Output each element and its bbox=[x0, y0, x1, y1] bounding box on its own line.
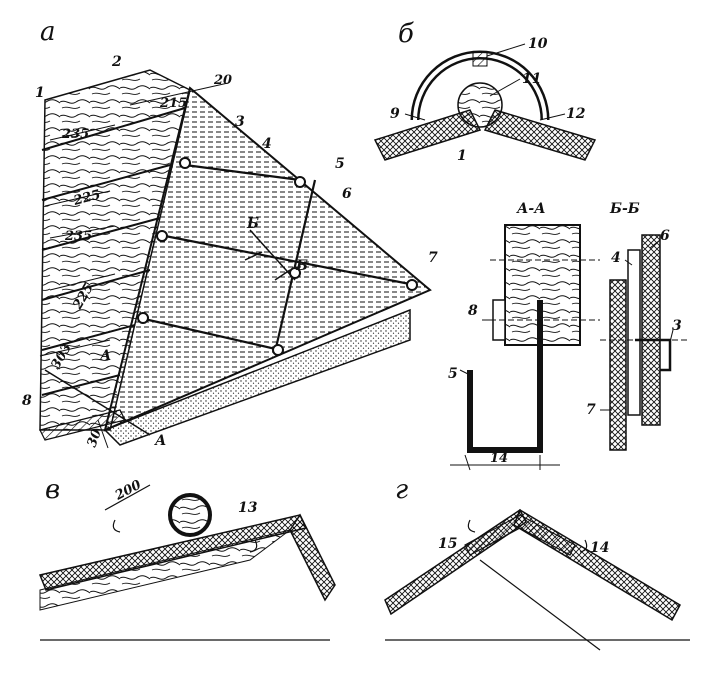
panel-label-v: в bbox=[45, 475, 60, 505]
section-title-a-a: А-А bbox=[516, 201, 546, 217]
panel-label-g: г bbox=[395, 475, 408, 505]
callout-6: 6 bbox=[342, 186, 352, 202]
panel-v-ridge: в 13 200 bbox=[38, 475, 336, 641]
dim-20: 20 bbox=[213, 73, 232, 88]
callout-5: 5 bbox=[335, 156, 345, 172]
callout-3: 3 bbox=[235, 114, 245, 130]
dim-225-upper: 225 bbox=[71, 187, 102, 209]
callout-1-b: 1 bbox=[457, 148, 467, 164]
dim-235-lower: 235 bbox=[64, 229, 92, 244]
beam-section bbox=[504, 224, 581, 346]
callout-3-b: 3 bbox=[672, 318, 682, 334]
cornice bbox=[103, 308, 411, 446]
section-b-b: Б-Б 4 6 3 7 bbox=[586, 201, 690, 451]
ridge-cover-14 bbox=[464, 514, 576, 556]
hook-5 bbox=[467, 300, 543, 453]
section-title-b-b: Б-Б bbox=[609, 201, 640, 217]
callout-13: 13 bbox=[238, 500, 258, 516]
dim-14: 14 bbox=[490, 451, 508, 466]
ridge-beam bbox=[457, 82, 503, 128]
callout-5-a: 5 bbox=[448, 366, 458, 382]
section-mark-a-lower: А bbox=[154, 433, 166, 449]
section-mark-b-upper: Б bbox=[246, 216, 259, 232]
callout-2: 2 bbox=[111, 54, 122, 70]
panel-label-b: б bbox=[398, 19, 414, 49]
dim-215: 215 bbox=[159, 96, 187, 111]
callout-11: 11 bbox=[522, 71, 541, 87]
callout-15: 15 bbox=[438, 536, 457, 552]
callout-7-b: 7 bbox=[586, 402, 596, 418]
callout-9: 9 bbox=[390, 106, 400, 122]
roofing-sheet bbox=[103, 86, 432, 432]
layer-7 bbox=[609, 279, 627, 451]
panel-label-a: а bbox=[40, 17, 56, 47]
ridge-roll-13 bbox=[168, 493, 212, 537]
section-mark-a-upper: А bbox=[99, 348, 111, 364]
section-marks bbox=[44, 229, 296, 436]
callout-8: 8 bbox=[22, 393, 32, 409]
layer-6 bbox=[641, 234, 661, 426]
callout-10: 10 bbox=[528, 36, 548, 52]
clamps bbox=[137, 157, 418, 356]
left-slope bbox=[373, 109, 482, 161]
panel-g-ridge: г 14 15 bbox=[384, 475, 690, 651]
callout-7: 7 bbox=[428, 250, 438, 266]
callout-4-b: 4 bbox=[611, 250, 621, 266]
clip-3 bbox=[635, 338, 672, 372]
dim-200: 200 bbox=[112, 478, 144, 504]
right-slope-v bbox=[289, 513, 336, 602]
dim-235-upper: 235 bbox=[61, 127, 89, 142]
section-mark-b-lower: Б bbox=[295, 258, 308, 274]
callout-6-b: 6 bbox=[660, 228, 670, 244]
sheet-seams bbox=[139, 163, 416, 353]
callout-1: 1 bbox=[35, 85, 45, 101]
dim-30: 30 bbox=[85, 427, 105, 449]
callout-4: 4 bbox=[262, 136, 272, 152]
rafter-left-v bbox=[39, 529, 291, 611]
panel-b-ridge-section: б 9 10 11 12 1 bbox=[373, 19, 597, 164]
section-a-a: А-А 5 8 14 bbox=[448, 201, 600, 471]
board-lines bbox=[41, 107, 186, 396]
layer-4 bbox=[627, 249, 641, 416]
callout-12: 12 bbox=[566, 106, 586, 122]
callout-8-a: 8 bbox=[468, 303, 478, 319]
dimension-lines bbox=[39, 82, 229, 449]
callout-14: 14 bbox=[590, 540, 609, 556]
ridge-clip bbox=[472, 51, 488, 67]
panel-a-roof-valley: а 1 2 3 4 5 6 7 8 20 215 235 225 235 225… bbox=[22, 17, 438, 449]
